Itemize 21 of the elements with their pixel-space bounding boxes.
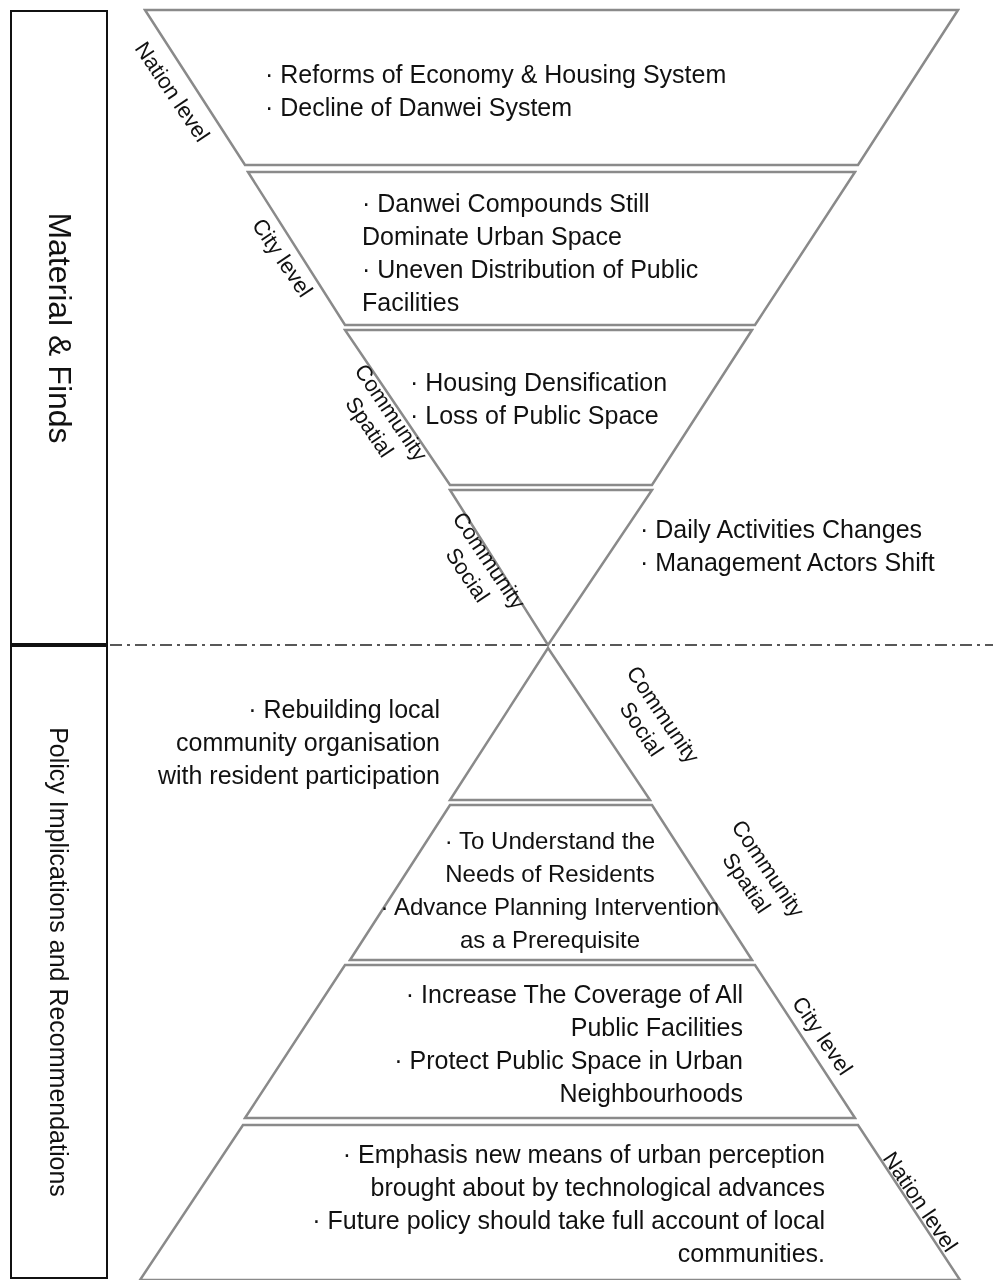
bullet-text: · To Understand the Needs of Residents bbox=[443, 826, 657, 889]
bullet-text: · Decline of Danwei System bbox=[265, 92, 574, 123]
bullet-text: · Rebuilding local community organisation with resident participation bbox=[156, 694, 440, 791]
section-title: Material & Finds bbox=[40, 210, 79, 446]
bullet-text: · Advance Planning Intervention as a Prerequisite bbox=[380, 892, 720, 955]
bullet-text: · Future policy should take full account of local communities. bbox=[311, 1205, 825, 1269]
section-panel bbox=[10, 645, 108, 1279]
bullet-text: · Management Actors Shift bbox=[640, 547, 936, 578]
funnel-band bbox=[243, 963, 857, 1120]
bullet-text: · Emphasis new means of urban perception brought about by technological advances bbox=[341, 1139, 825, 1203]
bullet-text: · Protect Public Space in Urban Neighbourhoods bbox=[393, 1045, 743, 1109]
bullet-text: · Reforms of Economy & Housing System bbox=[265, 59, 728, 90]
funnel-band bbox=[138, 1123, 962, 1280]
funnel-band bbox=[246, 170, 857, 327]
section-panel bbox=[10, 10, 108, 645]
funnel-band bbox=[343, 328, 754, 487]
bullet-text: · Increase The Coverage of All Public Facilities bbox=[404, 979, 743, 1043]
bullet-text: · Daily Activities Changes bbox=[640, 514, 924, 545]
bullet-text: · Uneven Distribution of Public Facilities bbox=[362, 254, 700, 318]
section-title: Policy Implications and Recommendations bbox=[44, 726, 75, 1199]
bullet-text: · Danwei Compounds Still Dominate Urban Space bbox=[362, 188, 651, 252]
